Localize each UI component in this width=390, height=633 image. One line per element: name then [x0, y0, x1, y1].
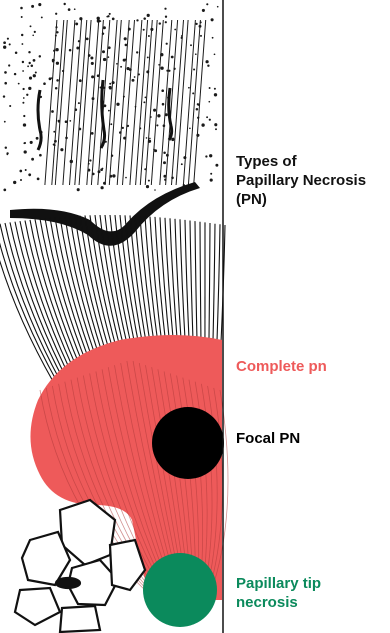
papillary-tip-label: Papillary tip necrosis: [236, 574, 321, 612]
diagram-title: Types of Papillary Necrosis (PN): [236, 152, 366, 209]
title-line-1: Types of: [236, 152, 366, 171]
cortex-region: [0, 0, 224, 200]
papillary-tip-marker: [143, 553, 217, 627]
focal-pn-label: Focal PN: [236, 429, 300, 448]
focal-pn-marker: [152, 407, 224, 479]
title-line-2: Papillary Necrosis: [236, 171, 366, 190]
title-line-3: (PN): [236, 190, 366, 209]
papillary-tip-label-line-2: necrosis: [236, 593, 321, 612]
kidney-papilla-illustration: [0, 0, 232, 633]
papillary-tip-label-line-1: Papillary tip: [236, 574, 321, 593]
complete-pn-label: Complete pn: [236, 357, 327, 376]
